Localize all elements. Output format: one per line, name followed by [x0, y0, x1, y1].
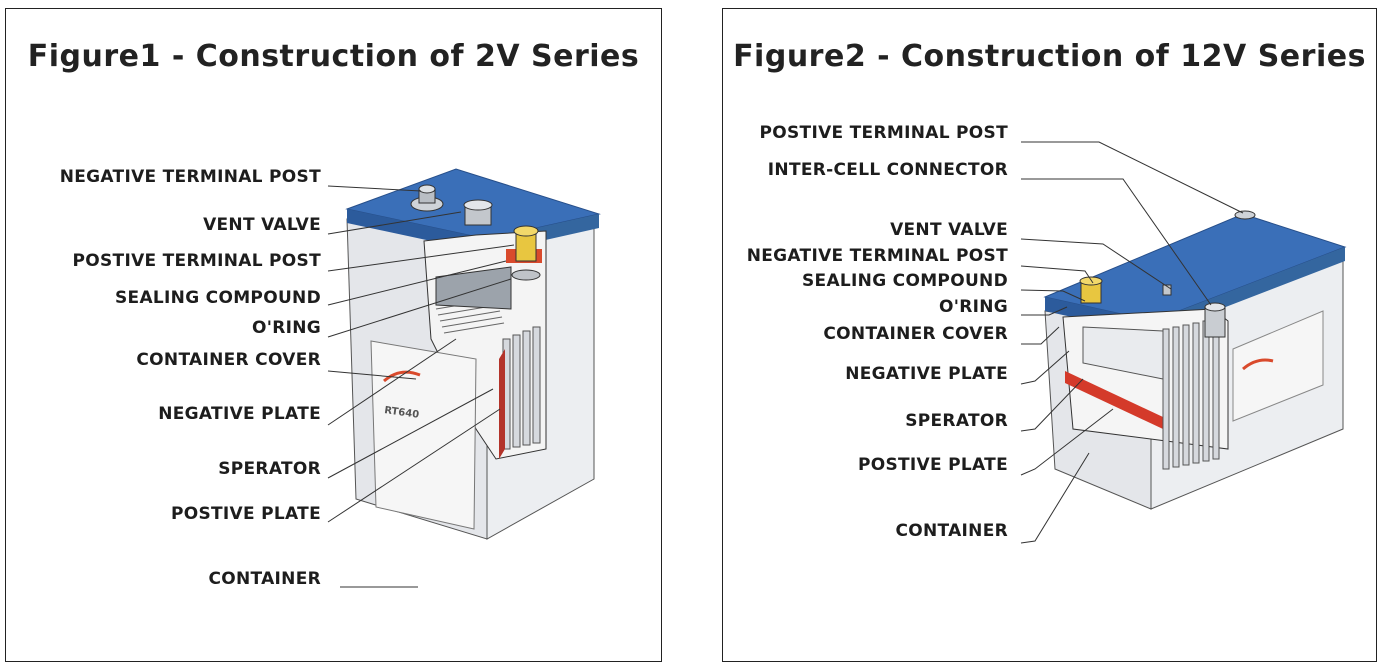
- label-separator: SPERATOR: [905, 411, 1008, 431]
- label-vent-valve: VENT VALVE: [203, 215, 321, 235]
- battery-2v-illustration: RT640: [327, 168, 601, 588]
- product-model-text: RT640: [384, 405, 420, 421]
- label-positive-plate: POSTIVE PLATE: [857, 455, 1008, 475]
- label-sealing-compound: SEALING COMPOUND: [115, 288, 321, 308]
- label-positive-plate: POSTIVE PLATE: [170, 504, 321, 524]
- figure1-title: Figure1 - Construction of 2V Series: [27, 39, 640, 74]
- label-negative-terminal-post: NEGATIVE TERMINAL POST: [746, 246, 1008, 266]
- label-inter-cell-connector: INTER-CELL CONNECTOR: [767, 160, 1008, 180]
- label-container-cover: CONTAINER COVER: [136, 350, 321, 370]
- label-separator: SPERATOR: [218, 459, 321, 479]
- figure2-panel: Figure2 - Construction of 12V Series: [722, 8, 1377, 662]
- label-negative-plate: NEGATIVE PLATE: [845, 364, 1008, 384]
- label-oring: O'RING: [938, 297, 1008, 317]
- label-oring: O'RING: [251, 318, 321, 338]
- label-container: CONTAINER: [895, 521, 1008, 541]
- figure2-title: Figure2 - Construction of 12V Series: [733, 39, 1366, 74]
- label-positive-terminal-post: POSTIVE TERMINAL POST: [72, 251, 321, 271]
- label-positive-terminal-post: POSTIVE TERMINAL POST: [759, 123, 1008, 143]
- label-sealing-compound: SEALING COMPOUND: [802, 271, 1008, 291]
- label-vent-valve: VENT VALVE: [890, 220, 1008, 240]
- label-container-cover: CONTAINER COVER: [823, 324, 1008, 344]
- figure1-panel: Figure1 - Construction of 2V Series: [5, 8, 662, 662]
- battery-12v-illustration: [1020, 141, 1347, 544]
- label-container: CONTAINER: [208, 569, 321, 589]
- label-negative-terminal-post: NEGATIVE TERMINAL POST: [59, 167, 321, 187]
- label-negative-plate: NEGATIVE PLATE: [158, 404, 321, 424]
